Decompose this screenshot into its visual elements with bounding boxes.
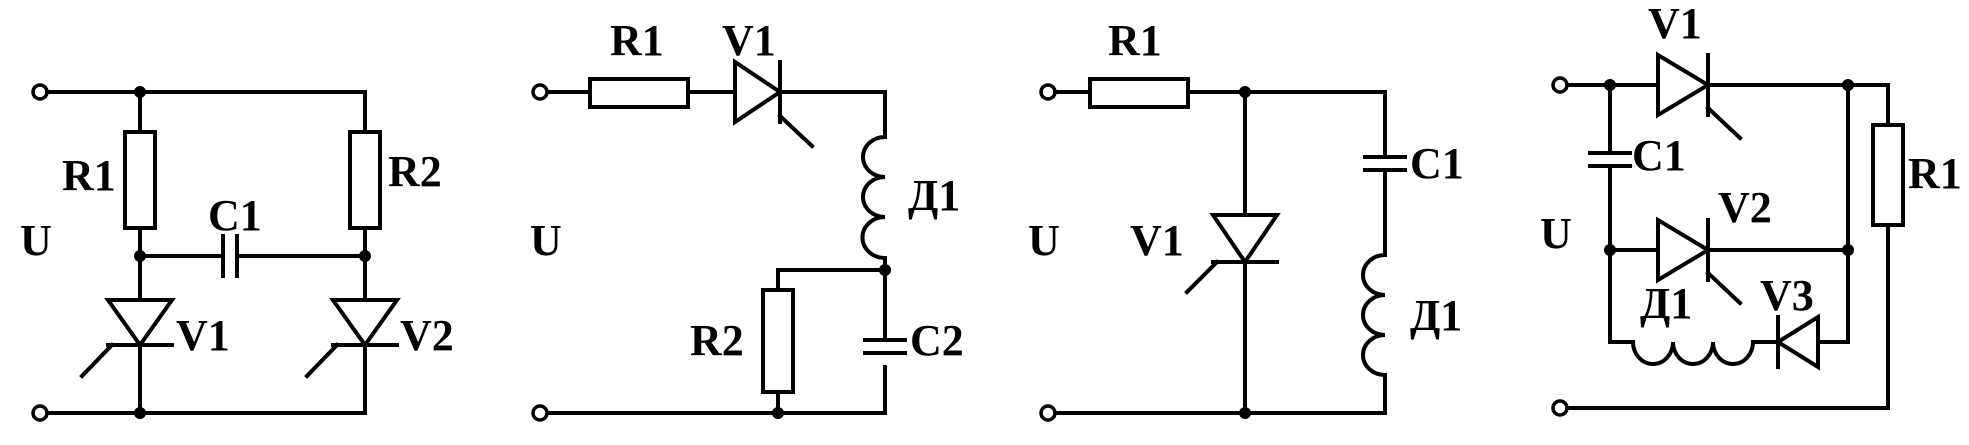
junction-dot	[134, 407, 146, 419]
label-source-voltage: U	[1028, 216, 1060, 265]
thyristor-v1	[1656, 51, 1743, 141]
label-source-voltage: U	[530, 216, 562, 265]
label-r1: R1	[62, 151, 116, 200]
input-terminal-top	[31, 83, 49, 101]
resistor-r1	[123, 130, 157, 230]
label-d1: Д1	[1640, 279, 1692, 328]
label-c2: C2	[910, 316, 964, 365]
input-terminal-bottom	[31, 404, 49, 422]
junction-dot	[1239, 407, 1251, 419]
resistor-r2	[348, 130, 382, 230]
junction-dot	[1604, 79, 1616, 91]
label-source-voltage: U	[20, 216, 52, 265]
label-c1: C1	[208, 191, 262, 240]
label-v2: V2	[1718, 183, 1772, 232]
input-terminal-bottom	[531, 404, 549, 422]
thyristor-v1	[733, 58, 815, 149]
circuit-1: U R1 R2 C1 V1 V2	[20, 83, 454, 422]
label-r1: R1	[610, 16, 664, 65]
thyristor-v1	[79, 298, 176, 379]
inductor-d1	[1361, 252, 1388, 378]
label-r1: R1	[1908, 149, 1962, 198]
label-v1: V1	[1130, 216, 1184, 265]
label-d1: Д1	[1410, 291, 1462, 340]
label-d1: Д1	[908, 171, 960, 220]
resistor-r1	[1088, 77, 1190, 109]
input-terminal-top	[1039, 83, 1057, 101]
junction-dot	[1239, 86, 1251, 98]
label-v2: V2	[400, 311, 454, 360]
circuit-3: U R1 C1 V1 Д1	[1028, 16, 1464, 422]
junction-dot	[134, 250, 146, 262]
label-v1: V1	[722, 16, 776, 65]
thyristor-v2	[1656, 216, 1743, 306]
inductor-d1	[860, 134, 888, 261]
junction-dot	[1604, 244, 1616, 256]
label-r2: R2	[388, 147, 442, 196]
label-v3: V3	[1760, 271, 1814, 320]
capacitor-c2	[863, 338, 907, 355]
label-v1: V1	[1648, 0, 1702, 48]
label-v1: V1	[176, 311, 230, 360]
junction-dot	[359, 250, 371, 262]
resistor-r2	[761, 288, 795, 394]
input-terminal-top	[531, 83, 549, 101]
label-c1: C1	[1632, 131, 1686, 180]
label-r1: R1	[1108, 16, 1162, 65]
label-c1: C1	[1410, 139, 1464, 188]
junction-dot	[134, 86, 146, 98]
circuit-3-wires	[1053, 90, 1387, 415]
resistor-r1	[588, 77, 690, 109]
circuit-4: U V1 C1 R1 V2 V3 Д1	[1540, 0, 1962, 417]
input-terminal-top	[1551, 76, 1569, 94]
circuit-2: U R1 V1 Д1 R2 C2	[530, 16, 964, 422]
capacitor-c1	[1363, 155, 1407, 172]
inductor-d1	[1630, 339, 1756, 366]
circuit-4-wires	[1566, 83, 1890, 410]
input-terminal-bottom	[1039, 404, 1057, 422]
circuit-1-wires	[45, 90, 367, 415]
thyristor-v1	[1184, 213, 1281, 295]
capacitor-c1	[221, 234, 239, 278]
junction-dot	[1842, 244, 1854, 256]
resistor-r1	[1871, 123, 1905, 227]
capacitor-c1	[1588, 151, 1632, 168]
label-source-voltage: U	[1540, 209, 1572, 258]
circuit-2-wires	[546, 90, 887, 415]
diode-v3	[1774, 313, 1820, 371]
label-r2: R2	[690, 316, 744, 365]
junction-dot	[879, 264, 891, 276]
junction-dot	[1842, 79, 1854, 91]
input-terminal-bottom	[1551, 399, 1569, 417]
thyristor-v2	[304, 298, 401, 379]
junction-dot	[772, 407, 784, 419]
